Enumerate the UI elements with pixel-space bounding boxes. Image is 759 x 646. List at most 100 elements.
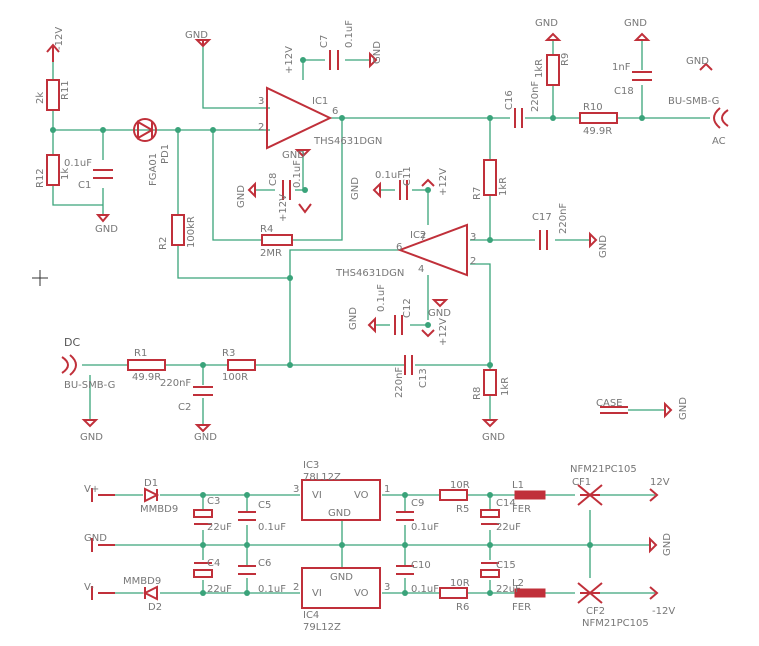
label-c5: C5 bbox=[258, 500, 271, 511]
label-r6-value: 10R bbox=[450, 578, 470, 589]
label-r1-value: 49.9R bbox=[132, 372, 161, 383]
label-c8-value: 0.1uF bbox=[292, 160, 303, 188]
label-nfm-cf1: NFM21PC105 bbox=[570, 464, 637, 475]
label-minus12-top: -12V bbox=[54, 27, 65, 50]
label-ic3-gnd: GND bbox=[328, 508, 351, 519]
label-c17: C17 bbox=[532, 212, 552, 223]
label-gnd-dc: GND bbox=[80, 432, 103, 443]
label-gnd-c11: GND bbox=[350, 177, 361, 200]
label-ic3-vo: VO bbox=[354, 490, 369, 501]
label-d2: D2 bbox=[148, 602, 162, 613]
label-mmbd-d1: MMBD9 bbox=[140, 504, 178, 515]
supply-symbols bbox=[46, 32, 713, 600]
label-ic4-gnd: GND bbox=[330, 572, 353, 583]
opamps bbox=[266, 86, 468, 277]
label-ic4-pin2: 2 bbox=[293, 582, 299, 593]
label-d1: D1 bbox=[144, 478, 158, 489]
label-c9-value: 0.1uF bbox=[411, 522, 439, 533]
label-l2: L2 bbox=[512, 578, 524, 589]
label-c6: C6 bbox=[258, 558, 271, 569]
label-c11-value: 0.1uF bbox=[375, 170, 403, 181]
label-ac: AC bbox=[712, 136, 726, 147]
label-c5-value: 0.1uF bbox=[258, 522, 286, 533]
label-r7-value: 1kR bbox=[498, 177, 509, 196]
label-c15-value: 22uF bbox=[496, 584, 521, 595]
label-pin6: 6 bbox=[332, 106, 338, 117]
label-c1: C1 bbox=[78, 180, 91, 191]
label-pd1: PD1 bbox=[160, 144, 171, 164]
label-gnd-ac: GND bbox=[686, 56, 709, 67]
label-gnd-c17: GND bbox=[598, 235, 609, 258]
label-c12-value: 0.1uF bbox=[376, 284, 387, 312]
label-gnd-r8: GND bbox=[482, 432, 505, 443]
label-r8: R8 bbox=[472, 387, 483, 400]
label-ic2-pin4: 4 bbox=[418, 264, 424, 275]
label-ic2-value: THS4631DGN bbox=[335, 268, 404, 279]
label-c10: C10 bbox=[411, 560, 431, 571]
label-c17-value: 220nF bbox=[558, 203, 569, 234]
label-pin3: 3 bbox=[258, 96, 264, 107]
label-r3-value: 100R bbox=[222, 372, 248, 383]
label-dc: DC bbox=[64, 336, 80, 349]
label-c16-value: 220nF bbox=[530, 81, 541, 112]
label-c13: C13 bbox=[418, 368, 429, 388]
label-c15: C15 bbox=[496, 560, 516, 571]
label-ic3-pin3: 3 bbox=[293, 484, 299, 495]
label-cf1: CF1 bbox=[572, 477, 591, 488]
label-r12: R12 bbox=[35, 168, 46, 188]
label-c3-value: 22uF bbox=[207, 522, 232, 533]
label-gnd-c7: GND bbox=[372, 41, 383, 64]
label-gnd-c1: GND bbox=[95, 224, 118, 235]
label-r10-value: 49.9R bbox=[583, 126, 612, 137]
label-plus12-ic2: +12V bbox=[438, 168, 449, 196]
label-r2: R2 bbox=[158, 237, 169, 250]
label-r9: R9 bbox=[560, 53, 571, 66]
label-r2-value: 100kR bbox=[186, 216, 197, 248]
misc-parts bbox=[61, 107, 729, 604]
label-gnd-c18: GND bbox=[624, 18, 647, 29]
label-gnd-top: GND bbox=[185, 30, 208, 41]
label-r5-value: 10R bbox=[450, 480, 470, 491]
label-c6-value: 0.1uF bbox=[258, 584, 286, 595]
label-ic1: IC1 bbox=[312, 96, 328, 107]
label-ic4-value: 79L12Z bbox=[303, 622, 341, 633]
label-c10-value: 0.1uF bbox=[411, 584, 439, 595]
label-r1: R1 bbox=[134, 348, 147, 359]
label-ic1-value: THS4631DGN bbox=[313, 136, 382, 147]
regulators bbox=[301, 479, 381, 609]
label-r12-value: 1k bbox=[60, 168, 71, 180]
label-ic2-pin3: 3 bbox=[470, 232, 476, 243]
label-ic2-pin7: 7 bbox=[420, 232, 426, 243]
label-c16: C16 bbox=[504, 90, 515, 110]
label-c8: C8 bbox=[268, 173, 279, 186]
label-minus12-out: -12V bbox=[652, 606, 675, 617]
label-vplus: V+ bbox=[84, 484, 99, 495]
label-plus12-out: 12V bbox=[650, 477, 670, 488]
label-case: CASE bbox=[596, 398, 623, 409]
junction-dots bbox=[50, 57, 645, 596]
crosshair-icon bbox=[32, 270, 48, 286]
label-c2: C2 bbox=[178, 402, 191, 413]
wires bbox=[52, 40, 710, 594]
label-r5: R5 bbox=[456, 504, 469, 515]
label-fga: FGA01 bbox=[148, 153, 159, 186]
label-ic4: IC4 bbox=[303, 610, 319, 621]
label-mmbd-d2: MMBD9 bbox=[123, 576, 161, 587]
label-ic4-pin3: 3 bbox=[384, 582, 390, 593]
capacitors bbox=[93, 50, 652, 578]
label-bus-dc: BU-SMB-G bbox=[64, 380, 115, 391]
label-r4: R4 bbox=[260, 224, 273, 235]
label-c18-value: 1nF bbox=[612, 62, 631, 73]
label-c3: C3 bbox=[207, 496, 220, 507]
label-c4-value: 22uF bbox=[207, 584, 232, 595]
label-pin2: 2 bbox=[258, 122, 264, 133]
label-ic2-pin6: 6 bbox=[396, 242, 402, 253]
label-nfm-cf2: NFM21PC105 bbox=[582, 618, 649, 629]
label-ic3-value: 78L12Z bbox=[303, 472, 341, 483]
label-c11: C11 bbox=[402, 166, 413, 186]
label-ic2-pin2: 2 bbox=[470, 256, 476, 267]
resistors bbox=[46, 54, 618, 599]
label-ic4-vo: VO bbox=[354, 588, 369, 599]
label-plus12-c8: +12V bbox=[278, 194, 289, 222]
